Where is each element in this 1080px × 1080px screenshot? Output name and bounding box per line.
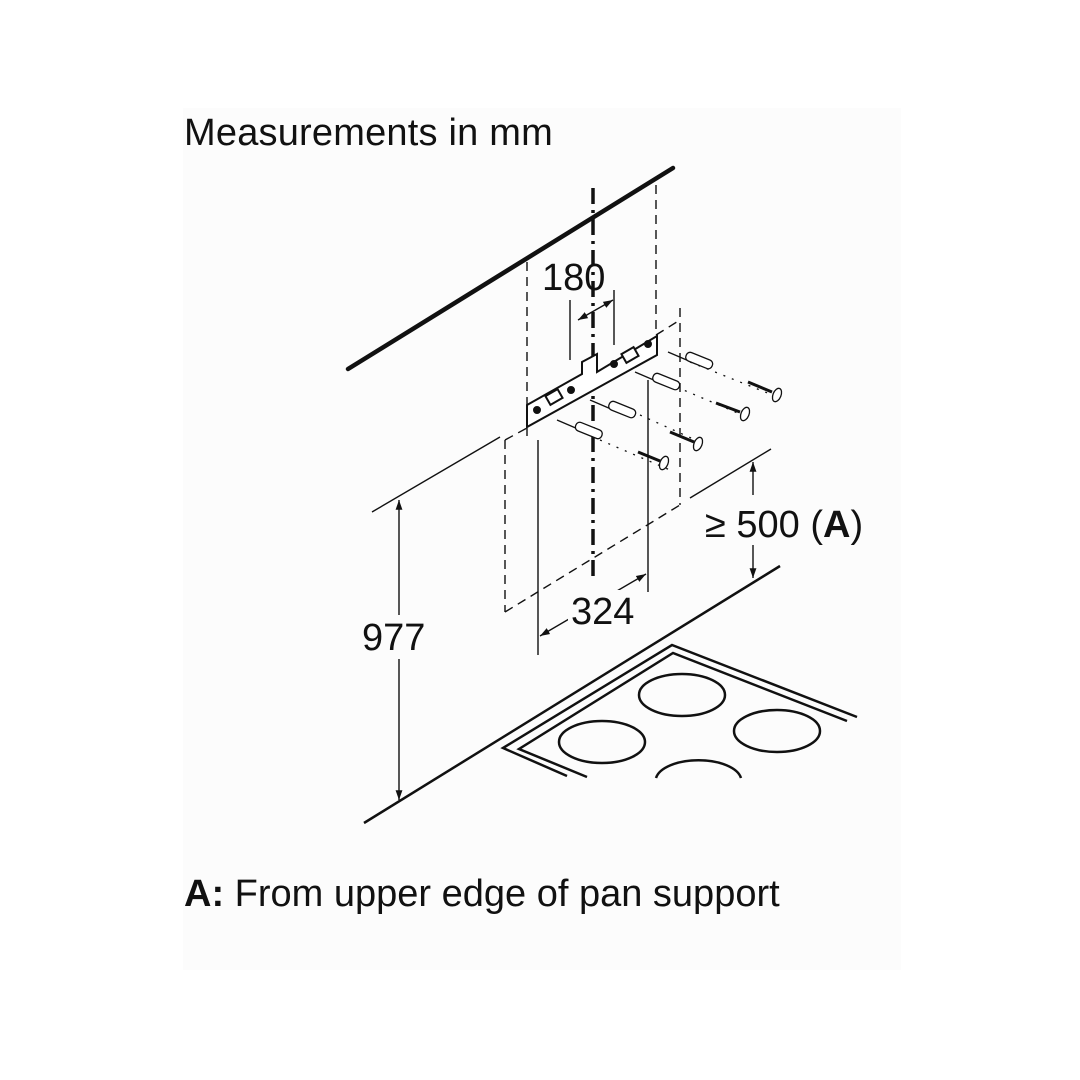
wall-plug [574,421,603,440]
dim-500-label: ≥ 500 (A) [705,504,863,546]
footnote: A: From upper edge of pan support [184,873,780,916]
screw [715,401,751,422]
dim-180-label: 180 [542,257,605,299]
projection-lines [504,185,681,613]
hob-burner [654,758,743,779]
bracket-hole [610,360,618,368]
hob [500,643,858,779]
figure-title: Measurements in mm [184,112,553,154]
bracket-slot-right [620,345,640,365]
hob-burner [557,719,647,765]
screw [669,430,704,452]
fixings [556,351,783,471]
bracket-hole [567,386,575,394]
dim-977-upper-extension [371,436,501,513]
dim-977-label: 977 [362,617,425,659]
worktop-edge-line [363,564,781,825]
footnote-text: From upper edge of pan support [224,873,780,915]
bracket-hole [533,406,541,414]
wall-plug [685,351,714,370]
screw [747,380,783,403]
wall-bracket [526,334,658,429]
hob-burner [732,708,822,754]
wall-plug [608,400,637,419]
dim-180-arrow [577,299,614,321]
screw [637,450,670,471]
hole-spacing-lines [537,290,649,655]
dim-324-label: 324 [571,591,634,633]
wall-plug [652,372,681,391]
bracket-slot-left [544,387,564,407]
hob-burner [637,672,727,718]
bracket-hole [644,340,652,348]
wall-ceiling-edge-line [345,165,676,372]
footnote-key: A: [184,873,225,915]
figure-panel [183,108,901,970]
dim-500-upper-extension [689,448,772,499]
